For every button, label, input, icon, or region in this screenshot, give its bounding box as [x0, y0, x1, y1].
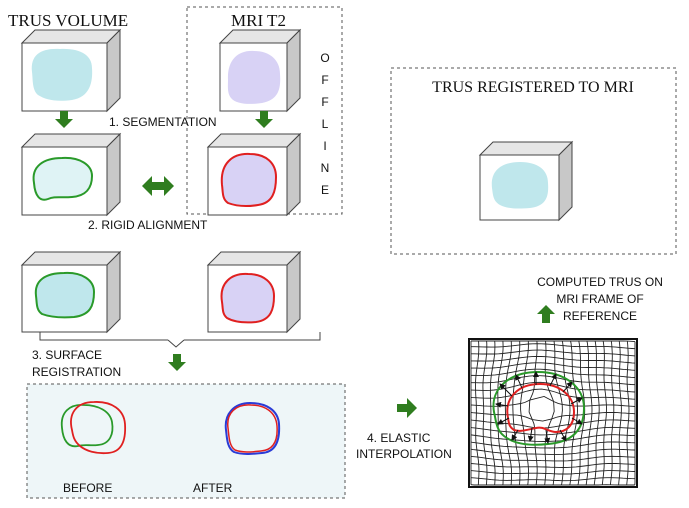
right-arrow-icon	[397, 398, 417, 418]
before-contours	[60, 401, 127, 455]
down-arrow-icon	[255, 111, 273, 128]
registered-prostate-shape	[491, 162, 549, 209]
registered-trus-cube	[478, 140, 574, 222]
deformation-vector-arrow	[497, 417, 510, 425]
grid-line-vertical	[482, 340, 488, 486]
trus-aligned-contour	[34, 271, 96, 319]
grid-line-vertical	[618, 340, 622, 486]
down-arrow-icon	[55, 111, 73, 128]
computed-trus-caption: MRI FRAME OF	[556, 292, 643, 306]
grid-line-vertical	[601, 340, 607, 485]
mri-aligned-cube	[206, 250, 302, 334]
grid-line-vertical	[520, 340, 529, 486]
after-label: AFTER	[193, 481, 233, 495]
deformation-vector-arrow	[515, 374, 523, 389]
deformation-vector-arrow	[549, 373, 557, 387]
deformation-vector-arrow	[562, 381, 573, 393]
double-arrow-icon	[142, 176, 174, 196]
heading-mri-t2: MRI T2	[231, 11, 286, 30]
deformation-vector-arrow	[527, 427, 534, 442]
mri-aligned-contour	[220, 272, 276, 324]
computed-trus-caption: REFERENCE	[563, 309, 637, 323]
up-arrow-icon	[537, 305, 555, 323]
grid-line-vertical	[504, 340, 513, 486]
step-elastic-interpolation-label: 4. ELASTIC	[367, 431, 431, 445]
offline-letter: N	[321, 161, 330, 175]
heading-trus-volume: TRUS VOLUME	[8, 11, 128, 30]
grid-line-vertical	[512, 340, 521, 486]
grid-line-vertical	[626, 341, 630, 486]
trus-green-contour	[32, 156, 94, 201]
grid-line-vertical	[489, 340, 496, 486]
deformation-vector-arrow	[495, 401, 509, 408]
after-contours	[224, 401, 281, 455]
trus-prostate-shape	[31, 48, 93, 101]
heading-registered: TRUS REGISTERED TO MRI	[432, 79, 634, 96]
down-arrow-icon	[168, 354, 186, 371]
grid-line-vertical	[585, 340, 593, 486]
offline-letter: I	[323, 139, 326, 153]
step-elastic-interpolation-label: INTERPOLATION	[356, 447, 452, 461]
offline-letter: O	[320, 51, 329, 65]
grid-line-vertical	[593, 340, 600, 486]
offline-letter: F	[321, 95, 328, 109]
before-label: BEFORE	[63, 481, 112, 495]
offline-letter: L	[322, 117, 329, 131]
grid-line-vertical	[560, 340, 571, 486]
offline-letter: E	[321, 183, 329, 197]
deformation-vector-arrow	[571, 417, 583, 425]
registered-region-box	[390, 67, 677, 255]
step-segmentation-label: 1. SEGMENTATION	[109, 115, 217, 129]
trus-aligned-cube	[20, 250, 122, 334]
deformation-vector-arrow	[511, 429, 519, 441]
mri-t2-cube	[218, 28, 302, 113]
deformation-vector-arrow	[499, 383, 513, 397]
step-surface-registration-label: REGISTRATION	[32, 365, 121, 379]
mri-red-contour	[220, 152, 278, 208]
offline-label: O F F L I N E	[320, 51, 329, 197]
green-surface-contour	[492, 370, 586, 446]
computed-trus-caption: COMPUTED TRUS ON	[537, 275, 663, 289]
grid-line-vertical	[609, 340, 615, 485]
grid-line-vertical	[528, 340, 538, 486]
deformation-vector-arrow	[559, 429, 567, 442]
mri-segmented-cube	[206, 132, 302, 217]
step-rigid-alignment-label: 2. RIGID ALIGNMENT	[88, 218, 208, 232]
merge-brace	[39, 332, 321, 348]
mri-prostate-shape	[227, 50, 281, 104]
grid-line-vertical	[552, 340, 563, 486]
grid-line-vertical	[544, 340, 555, 486]
grid-line-vertical	[475, 340, 480, 486]
step-surface-registration-label: 3. SURFACE	[32, 348, 102, 362]
offline-letter: F	[321, 73, 328, 87]
trus-volume-cube	[20, 28, 122, 113]
trus-segmented-cube	[20, 132, 122, 217]
grid-line-vertical	[497, 340, 504, 486]
before-after-panel	[26, 383, 346, 499]
deformation-vector-arrow	[544, 429, 551, 444]
deformation-grid	[468, 338, 638, 488]
deformation-vector-arrow	[570, 397, 583, 405]
grid-line-vertical	[569, 340, 578, 486]
red-surface-contour	[506, 382, 576, 434]
